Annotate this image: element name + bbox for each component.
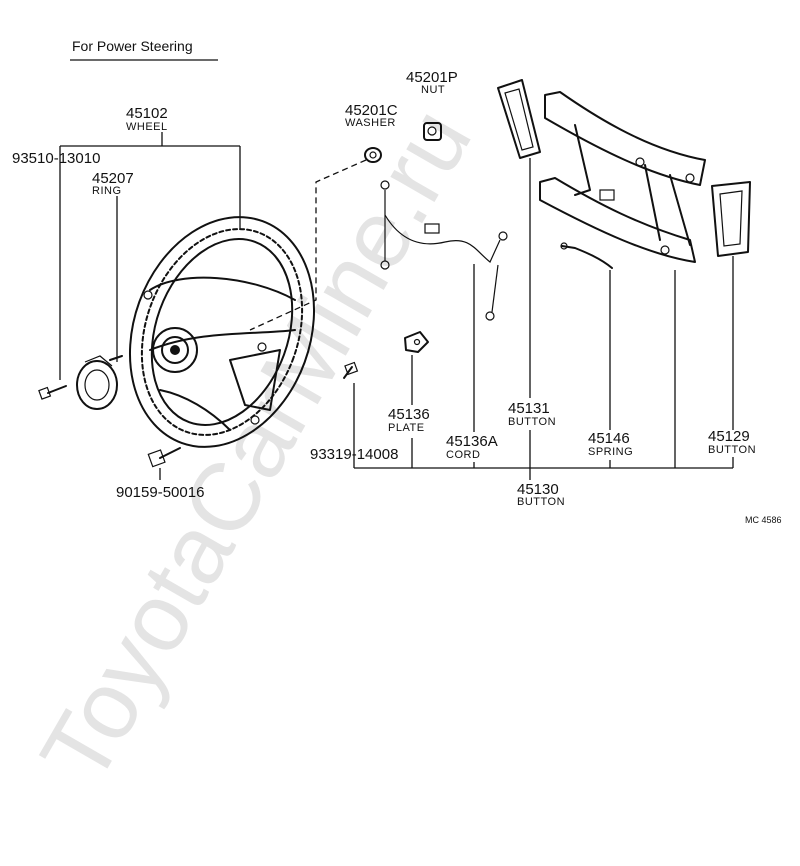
callout-45201C-name: WASHER bbox=[345, 117, 396, 129]
callout-45146-name: SPRING bbox=[588, 446, 633, 458]
callout-45129-number: 45129 bbox=[708, 428, 750, 445]
callout-93510-number: 93510-13010 bbox=[12, 150, 100, 167]
bolt-90159 bbox=[147, 447, 181, 468]
callout-45146-number: 45146 bbox=[588, 430, 630, 447]
callout-45130-name: BUTTON bbox=[517, 496, 565, 508]
callout-45130-number: 45130 bbox=[517, 481, 559, 498]
nut-part bbox=[423, 122, 442, 141]
watermark: ToyotaCarMine.ru bbox=[21, 91, 492, 801]
callout-45131-number: 45131 bbox=[508, 400, 550, 417]
screw-93319 bbox=[343, 361, 359, 379]
callout-45207-number: 45207 bbox=[92, 170, 134, 187]
bolt-93510 bbox=[38, 385, 67, 400]
callout-90159-number: 90159-50016 bbox=[116, 484, 204, 501]
callouts: 45102 WHEEL 93510-13010 45207 RING 45201… bbox=[12, 69, 782, 525]
callout-45129-name: BUTTON bbox=[708, 444, 756, 456]
washer-part bbox=[364, 147, 382, 163]
callout-45136A-number: 45136A bbox=[446, 433, 498, 450]
callout-45201C-number: 45201C bbox=[345, 102, 398, 119]
callout-45201P-number: 45201P bbox=[406, 69, 458, 86]
plate-part bbox=[404, 331, 429, 353]
callout-45131-name: BUTTON bbox=[508, 416, 556, 428]
callout-45207-name: RING bbox=[92, 185, 122, 197]
callout-45102-number: 45102 bbox=[126, 105, 168, 122]
callout-45136-number: 45136 bbox=[388, 406, 430, 423]
callout-45136-name: PLATE bbox=[388, 422, 425, 434]
button-frame-part bbox=[539, 91, 706, 263]
cord-part bbox=[380, 180, 508, 321]
diagram-code: MC 4586 bbox=[745, 515, 782, 525]
button-45131-part bbox=[497, 79, 541, 159]
callout-45201P-name: NUT bbox=[421, 84, 445, 96]
callout-93319-number: 93319-14008 bbox=[310, 446, 398, 463]
leader-lines bbox=[59, 132, 734, 480]
header-title: For Power Steering bbox=[72, 38, 193, 54]
spring-part bbox=[560, 242, 613, 269]
callout-45136A-name: CORD bbox=[446, 449, 480, 461]
steering-wheel bbox=[128, 216, 316, 448]
ring-part bbox=[76, 355, 123, 410]
callout-45102-name: WHEEL bbox=[126, 121, 168, 133]
button-45129-part bbox=[711, 181, 751, 257]
